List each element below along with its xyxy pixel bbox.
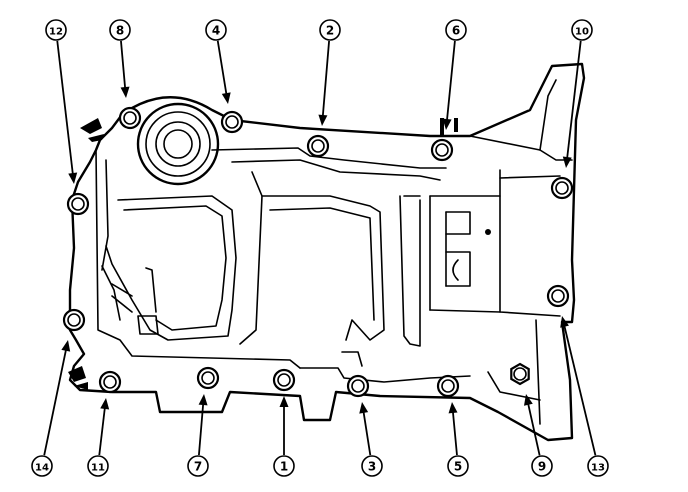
callout-9-label: 9 xyxy=(538,459,546,473)
arrowhead-13 xyxy=(560,316,569,328)
callout-5-label: 5 xyxy=(454,459,462,473)
callout-8: 8 xyxy=(109,19,131,41)
arrowhead-6 xyxy=(442,118,452,130)
leader-line-10 xyxy=(566,40,582,160)
leaders-group xyxy=(43,40,597,456)
callout-12-label: 12 xyxy=(49,26,63,37)
arrowhead-8 xyxy=(120,86,130,98)
callout-3-label: 3 xyxy=(368,459,376,473)
arrowhead-5 xyxy=(448,402,458,414)
leader-line-8 xyxy=(120,40,127,90)
leader-line-14 xyxy=(43,348,68,456)
leader-line-7 xyxy=(198,402,205,456)
housing-outline xyxy=(68,62,586,442)
leader-line-5 xyxy=(451,410,458,456)
bolt-10 xyxy=(550,176,574,200)
bolt-8 xyxy=(118,106,142,130)
callout-8-label: 8 xyxy=(116,23,124,37)
leader-line-9 xyxy=(527,402,541,456)
callout-14: 14 xyxy=(31,455,53,477)
bolt-14 xyxy=(62,308,86,332)
bolt-5 xyxy=(436,374,460,398)
leader-line-13 xyxy=(563,324,597,456)
leader-line-6 xyxy=(446,40,456,122)
callout-5: 5 xyxy=(447,455,469,477)
bolt-12 xyxy=(66,192,90,216)
small-marks xyxy=(68,118,491,390)
callout-14-label: 14 xyxy=(35,462,49,473)
bolt-4 xyxy=(220,110,244,134)
leader-line-11 xyxy=(98,406,106,456)
bolt-9 xyxy=(510,362,530,386)
arrowhead-9 xyxy=(523,394,533,406)
bolt-11 xyxy=(98,370,122,394)
callout-10-label: 10 xyxy=(575,26,589,37)
leader-line-3 xyxy=(362,410,372,456)
arrowhead-2 xyxy=(318,114,328,126)
callout-6: 6 xyxy=(445,19,467,41)
arrowhead-10 xyxy=(562,156,572,168)
bolt-6 xyxy=(430,138,454,162)
callout-12: 12 xyxy=(45,19,67,41)
interior-ribs xyxy=(95,147,471,383)
callout-4-label: 4 xyxy=(212,23,220,37)
callout-1-label: 1 xyxy=(280,459,288,473)
callout-11: 11 xyxy=(87,455,109,477)
arrowhead-4 xyxy=(221,92,231,104)
callout-13-label: 13 xyxy=(591,462,605,473)
callout-6-label: 6 xyxy=(452,23,460,37)
arrowhead-3 xyxy=(359,402,369,414)
bolt-2 xyxy=(306,134,330,158)
bolts-group xyxy=(62,106,574,398)
callout-1: 1 xyxy=(273,455,295,477)
arrowhead-14 xyxy=(61,340,71,352)
bolt-7 xyxy=(196,366,220,390)
bolt-3 xyxy=(346,374,370,398)
callout-9: 9 xyxy=(531,455,553,477)
leader-line-4 xyxy=(216,40,228,96)
leader-line-12 xyxy=(56,40,74,176)
callout-3: 3 xyxy=(361,455,383,477)
callout-10: 10 xyxy=(571,19,593,41)
leader-line-2 xyxy=(321,40,330,118)
bolt-1 xyxy=(272,368,296,392)
callout-13: 13 xyxy=(587,455,609,477)
callout-4: 4 xyxy=(205,19,227,41)
callout-7: 7 xyxy=(187,455,209,477)
callout-7-label: 7 xyxy=(194,459,202,473)
arrowhead-1 xyxy=(279,396,289,407)
callout-2: 2 xyxy=(319,19,341,41)
arrowhead-12 xyxy=(68,172,78,184)
bolt-13 xyxy=(546,284,570,308)
callout-2-label: 2 xyxy=(326,23,334,37)
arrowhead-11 xyxy=(100,398,110,410)
callout-11-label: 11 xyxy=(91,462,105,473)
arrowhead-7 xyxy=(198,394,208,406)
pulley-boss xyxy=(136,102,220,186)
